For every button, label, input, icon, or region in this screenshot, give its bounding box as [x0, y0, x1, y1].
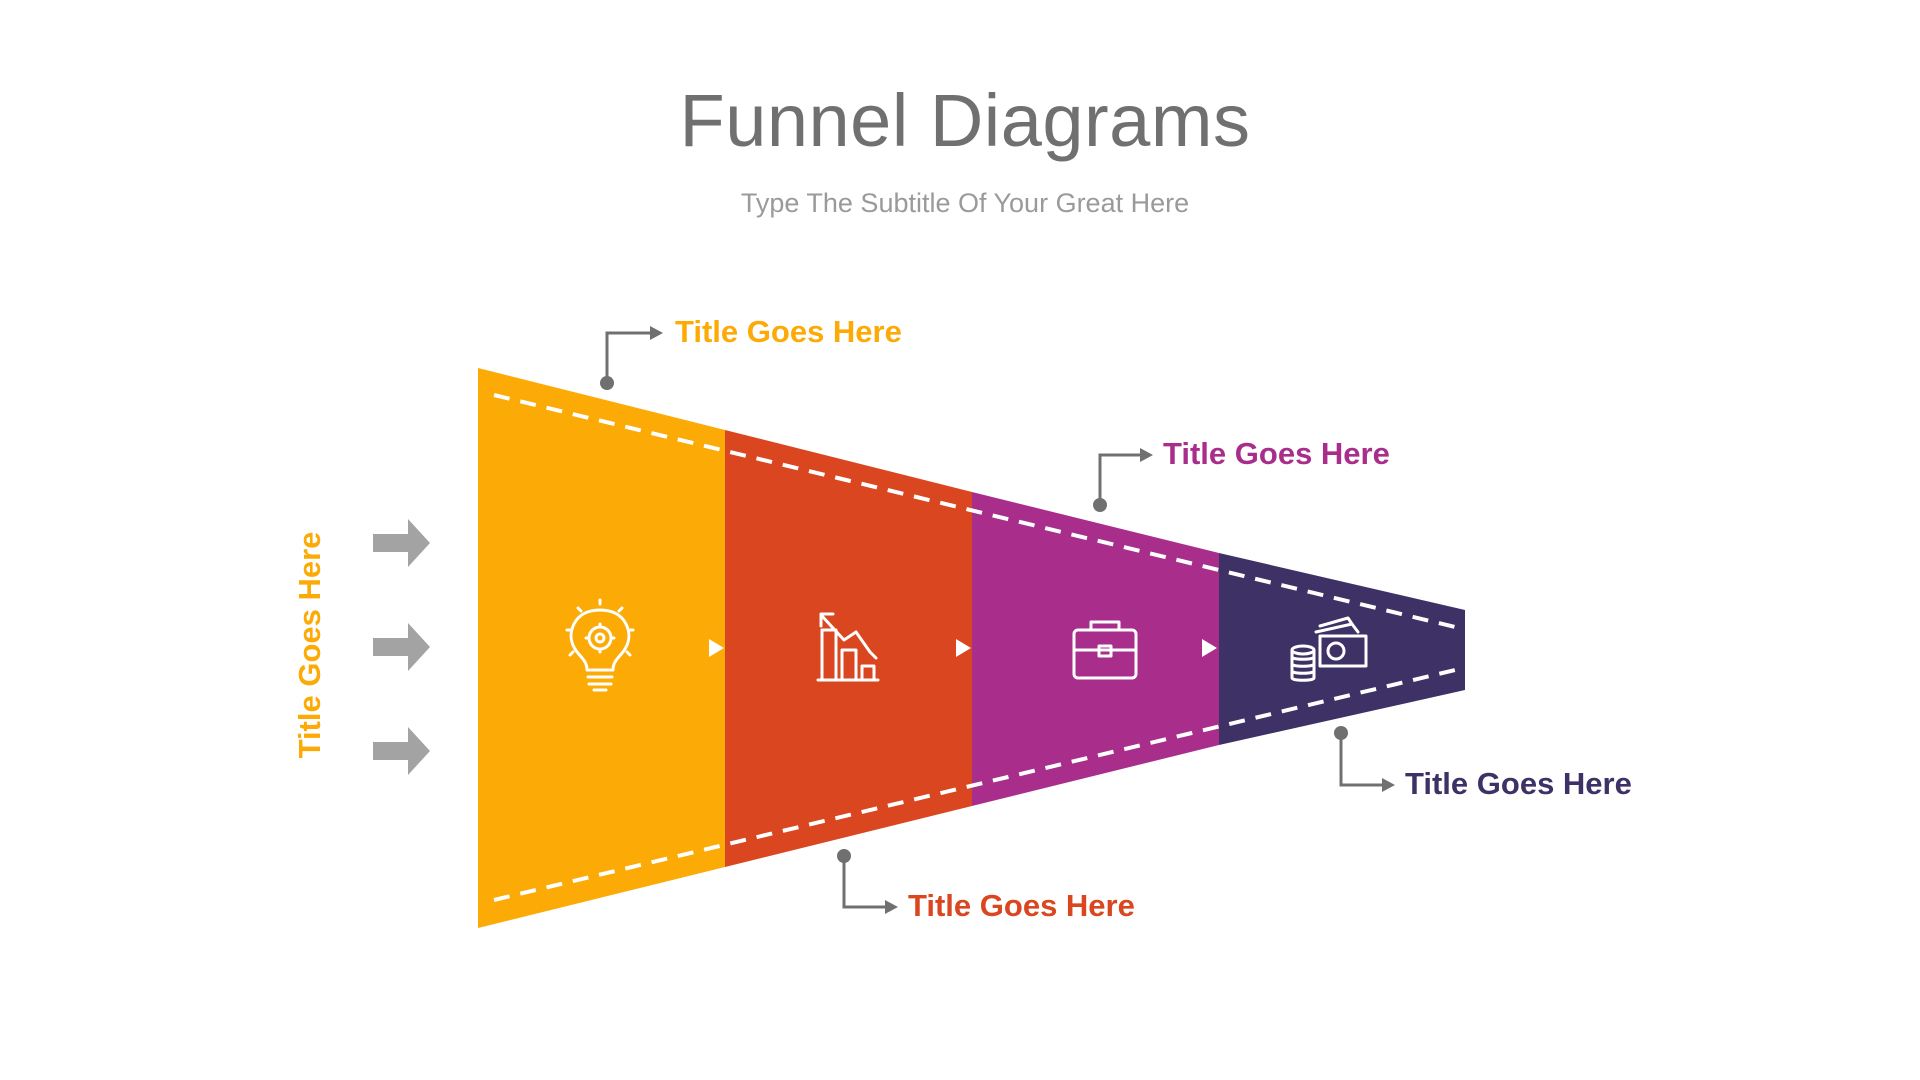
input-arrow-3	[373, 727, 430, 775]
callout-connector-4	[1334, 726, 1395, 792]
callout-connector-3	[1093, 448, 1153, 512]
callout-connector-2	[837, 849, 898, 914]
stage-arrow-2	[956, 639, 971, 657]
stage-arrow-3	[1202, 639, 1217, 657]
stage-1-label: Title Goes Here	[675, 314, 902, 349]
briefcase-icon	[1072, 620, 1138, 680]
callout-connector-1	[600, 326, 663, 390]
page-subtitle: Type The Subtitle Of Your Great Here	[740, 188, 1190, 218]
bar-chart-down-icon	[816, 612, 880, 682]
stage-2-label: Title Goes Here	[908, 888, 1135, 923]
funnel-segment-4	[1219, 553, 1465, 745]
input-arrow-1	[373, 519, 430, 567]
stage-3-label: Title Goes Here	[1163, 436, 1390, 471]
funnel-dash-bottom	[493, 668, 1456, 902]
stage-arrow-1	[709, 639, 724, 657]
input-arrow-2	[373, 623, 430, 671]
funnel-dash-top	[493, 393, 1456, 629]
page-title: Funnel Diagrams	[679, 79, 1251, 162]
input-label: Title Goes Here	[292, 531, 327, 759]
stage-4-label: Title Goes Here	[1405, 766, 1632, 801]
money-coins-icon	[1290, 616, 1368, 682]
lightbulb-gear-icon	[565, 598, 635, 692]
